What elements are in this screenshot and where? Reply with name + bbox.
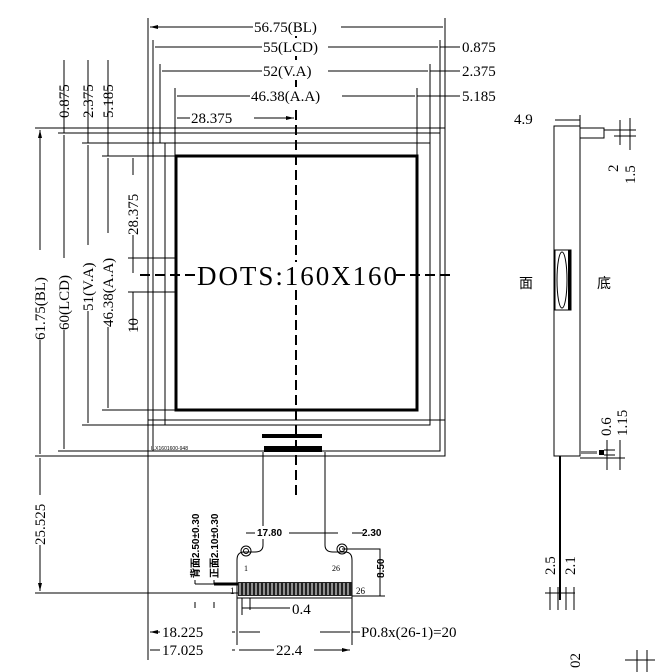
dim-offset-1: 18.225	[162, 625, 203, 641]
dim-half-width: 28.375	[191, 111, 232, 127]
dim-lcd-offset: 0.875	[462, 40, 496, 56]
pin-26-outer-label: 26	[356, 586, 366, 596]
dim-span: 22.4	[276, 643, 303, 659]
dim-half-height: 28.375	[126, 194, 142, 235]
front-label: 面	[519, 277, 533, 292]
dim-side-02: 02	[568, 653, 584, 668]
dim-lcd-width: 55(LCD)	[263, 40, 318, 56]
dim-side-2: 2	[606, 165, 622, 173]
dim-offset-2: 17.025	[162, 643, 203, 659]
dim-fpc-back: 背面2.50±0.30	[189, 513, 202, 578]
dim-bl-width: 56.75(BL)	[254, 20, 317, 36]
dim-ten: 10	[126, 318, 142, 333]
pin-1-outer-label: 1	[230, 586, 235, 596]
dim-side-1-5: 1.5	[623, 165, 639, 184]
dim-aa-height: 46.38(A.A)	[101, 258, 117, 327]
dim-thickness: 4.9	[514, 112, 533, 128]
dim-side-1-15: 1.15	[615, 410, 631, 436]
dim-left-lcd-offset: 0.875	[57, 84, 73, 118]
dots-label: DOTS:160X160	[197, 261, 397, 291]
dim-va-width: 52(V.A)	[263, 64, 311, 80]
side-view	[545, 115, 655, 672]
dim-fpc-height: 8.50	[376, 558, 387, 578]
dim-side-0-6: 0.6	[599, 417, 615, 436]
dim-lcd-height: 60(LCD)	[57, 275, 73, 330]
dim-left-aa-offset: 5.185	[101, 84, 117, 118]
dim-fpc-front: 正面2.10±0.30	[209, 513, 221, 578]
dim-pin-width: 0.4	[292, 602, 311, 618]
dim-left-va-offset: 2.375	[81, 84, 97, 118]
fpc-tail	[194, 452, 385, 645]
dim-va-offset: 2.375	[462, 64, 496, 80]
dim-fpc-width: 17.80	[257, 528, 282, 539]
dim-side-2-1: 2.1	[563, 556, 579, 575]
dim-pitch: P0.8x(26-1)=20	[361, 625, 457, 641]
pin-26-label: 26	[332, 564, 340, 573]
pin-1-label: 1	[244, 564, 248, 573]
model-label: ILX1601600-948	[151, 446, 188, 452]
dim-side-2-5: 2.5	[543, 556, 559, 575]
dim-bl-height: 61.75(BL)	[33, 277, 49, 340]
dim-fpc-length: 25.525	[33, 504, 49, 545]
dim-aa-width: 46.38(A.A)	[251, 89, 320, 105]
dim-aa-offset: 5.185	[462, 89, 496, 105]
dim-fpc-corner: 2.30	[362, 528, 382, 539]
dim-va-height: 51(V.A)	[81, 263, 97, 311]
back-label: 底	[597, 276, 611, 292]
